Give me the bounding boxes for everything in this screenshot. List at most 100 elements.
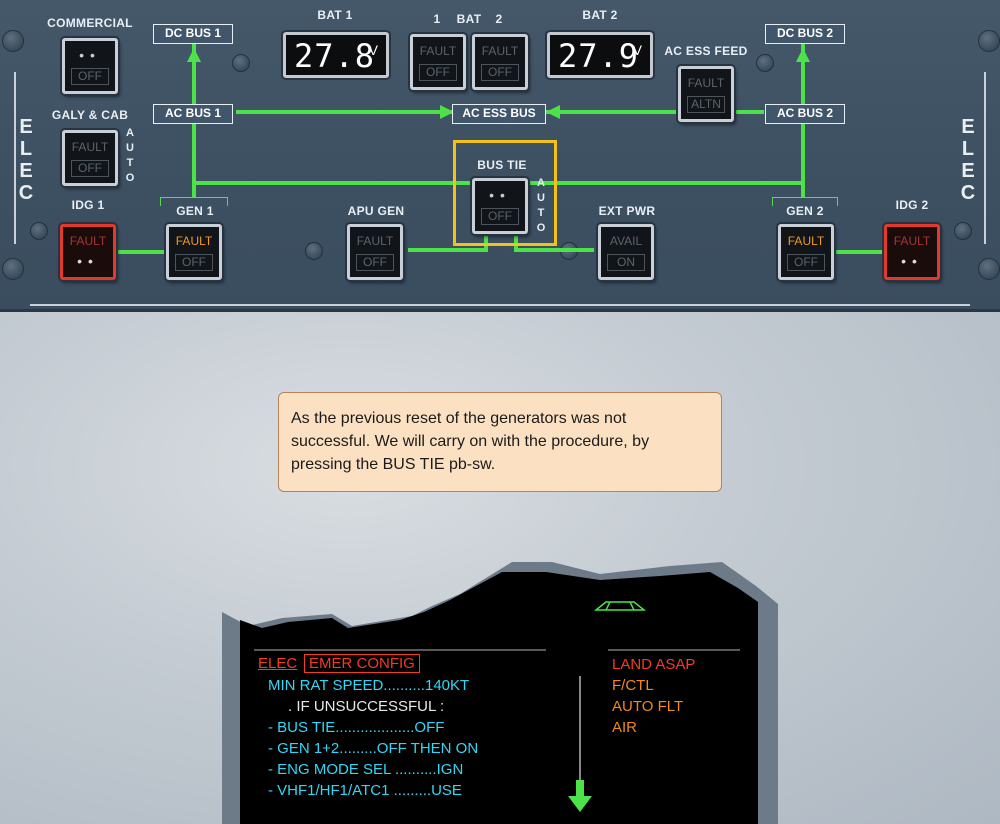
commercial-label: COMMERCIAL [47, 16, 133, 30]
bus-tie-right-line [530, 181, 803, 185]
bat2-pushbutton[interactable]: FAULT OFF [472, 34, 528, 90]
dc-bus1-link [192, 44, 196, 104]
pb-lower-caption: OFF [71, 160, 109, 177]
gen1-bracket [160, 197, 228, 206]
pb-upper-caption: FAULT [787, 234, 825, 248]
panel-screw [954, 222, 972, 240]
gen2-bracket [772, 197, 838, 206]
panel-screw [305, 242, 323, 260]
panel-screw [978, 258, 1000, 280]
ac-bus1-vertical-line [192, 124, 196, 198]
ecam-line: - VHF1/HF1/ATC1 .........USE [268, 782, 462, 799]
dc-bus-1-label: DC BUS 1 [153, 24, 233, 44]
pb-dots-icon: •• [79, 47, 101, 63]
apu-gen-pushbutton[interactable]: FAULT OFF [347, 224, 403, 280]
ac-ess-feed-pushbutton[interactable]: FAULT ALTN [678, 66, 734, 122]
bus-tie-label: BUS TIE [477, 158, 527, 172]
gen2-pushbutton[interactable]: FAULT OFF [778, 224, 834, 280]
panel-screw [232, 54, 250, 72]
ecam-inop-item: F/CTL [612, 677, 654, 694]
bat1-label: BAT 1 [317, 8, 353, 22]
panel-border-left [14, 72, 16, 244]
ecam-display [240, 572, 758, 824]
idg1-label: IDG 1 [71, 198, 105, 212]
ac-bus2-to-ess-line [546, 110, 764, 114]
galy-cab-pushbutton[interactable]: FAULT OFF [62, 130, 118, 186]
panel-border-bottom [30, 304, 970, 306]
apu-gen-line [408, 248, 486, 252]
bat1-voltage-unit: V [368, 42, 378, 58]
instruction-callout: As the previous reset of the generators … [278, 392, 722, 492]
pb-dots-icon: •• [77, 253, 99, 269]
ecam-title-elec: ELEC [258, 655, 298, 672]
pb-upper-caption: FAULT [893, 234, 931, 248]
idg1-gen1-line [118, 250, 164, 254]
bat1-voltage-display: 27.8 V [283, 32, 389, 78]
arrow-up-icon [187, 48, 201, 62]
idg1-pushbutton[interactable]: FAULT •• [60, 224, 116, 280]
arrow-left-icon [546, 105, 560, 119]
arrow-up-icon [796, 48, 810, 62]
bat-pbs-label: BAT [456, 12, 482, 26]
pb-upper-caption: AVAIL [609, 234, 643, 248]
pb-upper-caption: FAULT [419, 44, 457, 58]
bat2-voltage-unit: V [632, 42, 642, 58]
pb-lower-caption: OFF [175, 254, 213, 271]
panel-screw [30, 222, 48, 240]
ext-pwr-pushbutton[interactable]: AVAIL ON [598, 224, 654, 280]
bat1-pushbutton[interactable]: FAULT OFF [410, 34, 466, 90]
bat2-voltage-display: 27.9 V [547, 32, 653, 78]
ecam-line: - BUS TIE...................OFF [268, 719, 445, 736]
bat2-label: BAT 2 [582, 8, 618, 22]
bat-pb1-label: 1 [433, 12, 441, 26]
apu-gen-label: APU GEN [347, 204, 405, 218]
ecam-line: MIN RAT SPEED..........140KT [268, 677, 470, 694]
ecam-land-asap: LAND ASAP [612, 656, 696, 673]
ecam-title-emer-config: EMER CONFIG [304, 654, 420, 673]
pb-lower-caption: OFF [71, 68, 109, 85]
panel-screw [2, 258, 24, 280]
panel-screw [978, 30, 1000, 52]
pb-lower-caption: OFF [481, 64, 519, 81]
pb-lower-caption: OFF [787, 254, 825, 271]
pb-upper-caption: FAULT [687, 76, 725, 90]
ac-ess-bus-label: AC ESS BUS [452, 104, 546, 124]
ac-bus-1-label: AC BUS 1 [153, 104, 233, 124]
ac-bus1-to-ess-line [236, 110, 452, 114]
panel-screw [2, 30, 24, 52]
pb-lower-caption: ALTN [687, 96, 725, 113]
gen1-pushbutton[interactable]: FAULT OFF [166, 224, 222, 280]
pb-lower-caption: OFF [419, 64, 457, 81]
ecam-inop-item: AIR [612, 719, 638, 736]
gen1-label: GEN 1 [176, 204, 214, 218]
pb-dots-icon: •• [901, 253, 923, 269]
ac-ess-feed-label: AC ESS FEED [664, 44, 748, 58]
pb-lower-caption: OFF [481, 208, 519, 225]
bus-tie-pushbutton[interactable]: •• OFF [472, 178, 528, 234]
ext-pwr-line [514, 248, 594, 252]
pb-dots-icon: •• [489, 187, 511, 203]
commercial-pushbutton[interactable]: •• OFF [62, 38, 118, 94]
panel-screw [756, 54, 774, 72]
ecam-line: - ENG MODE SEL ..........IGN [268, 761, 464, 778]
idg2-label: IDG 2 [895, 198, 929, 212]
ecam-icon [593, 601, 647, 611]
dc-bus2-link [801, 44, 805, 104]
pb-upper-caption: FAULT [71, 140, 109, 154]
ecam-line: - GEN 1+2.........OFF THEN ON [268, 740, 479, 757]
pb-lower-caption: OFF [356, 254, 394, 271]
pb-upper-caption: FAULT [356, 234, 394, 248]
pb-upper-caption: FAULT [481, 44, 519, 58]
idg2-pushbutton[interactable]: FAULT •• [884, 224, 940, 280]
bat2-voltage-value: 27.9 [558, 37, 640, 75]
pb-lower-caption: ON [607, 254, 645, 271]
bat-pb2-label: 2 [495, 12, 503, 26]
ecam-line: . IF UNSUCCESSFUL : [288, 698, 445, 715]
ac-bus2-vertical-line [801, 124, 805, 198]
bat1-voltage-value: 27.8 [294, 37, 376, 75]
